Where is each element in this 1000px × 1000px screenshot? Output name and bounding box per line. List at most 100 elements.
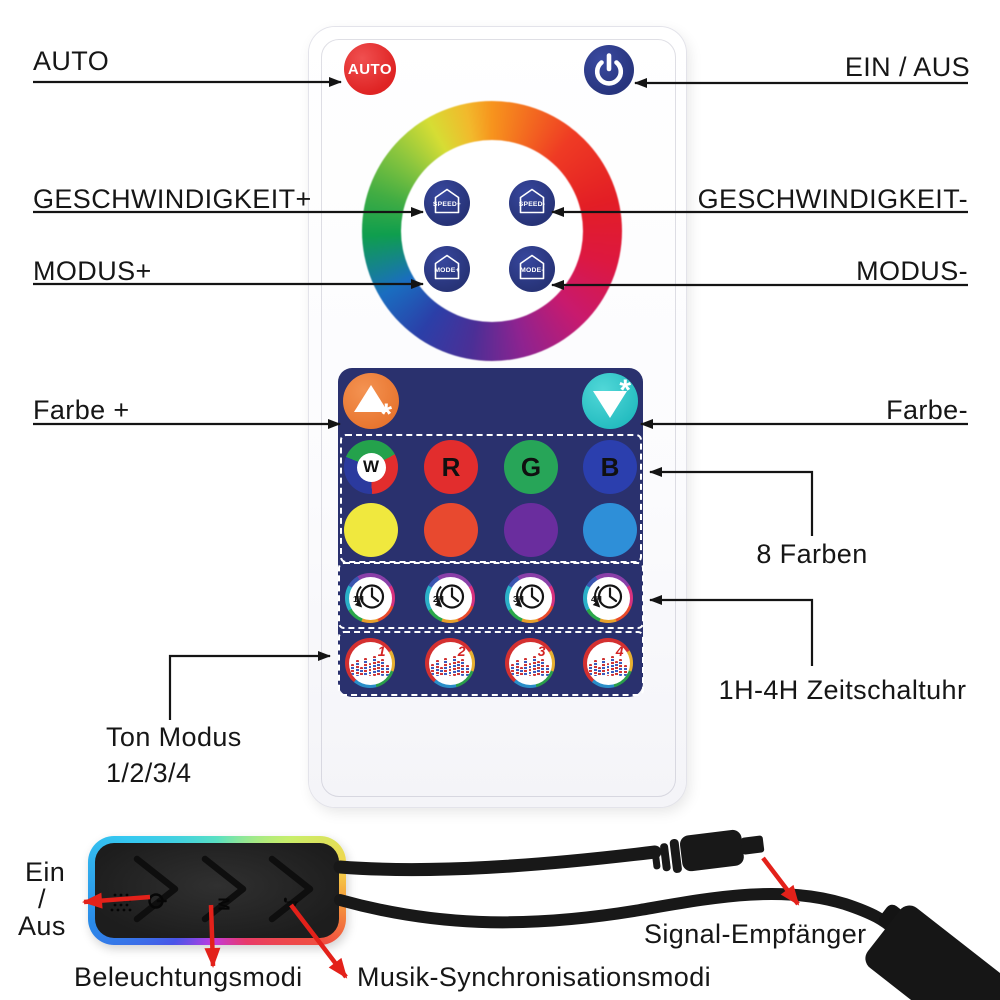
music-mode-number: 3 xyxy=(537,642,546,659)
azure-color-button[interactable] xyxy=(583,503,637,557)
color-minus-label: Farbe- xyxy=(886,395,968,425)
music-sync-label: Musik-Synchronisationsmodi xyxy=(357,962,712,992)
receiver-power-label-line1: Ein xyxy=(25,857,66,887)
lighting-modes-label: Beleuchtungsmodi xyxy=(74,962,303,992)
blue-color-button-label: B xyxy=(600,451,620,482)
color-up-button[interactable]: * xyxy=(343,373,399,431)
signal-receiver-device: M ♪ xyxy=(88,836,346,945)
equalizer-bars xyxy=(429,642,472,685)
eight-colors-callout-line xyxy=(649,467,814,536)
speed-plus-button-label: SPEED+ xyxy=(433,201,461,208)
white-color-button[interactable]: W xyxy=(344,440,398,494)
timer-1h-button[interactable]: 1H xyxy=(345,573,395,623)
power-icon xyxy=(594,53,624,86)
music-pads-group xyxy=(338,631,644,696)
speed-plus-button[interactable]: SPEED+ xyxy=(424,180,470,226)
signal-receiver-label: Signal-Empfänger xyxy=(644,919,867,949)
music-equalizer-icon: 1 xyxy=(348,641,392,685)
lighting-modes-arrow xyxy=(204,904,221,968)
orange-red-color-button[interactable] xyxy=(424,503,478,557)
red-color-button-label: R xyxy=(441,451,461,482)
speed-plus-label: GESCHWINDIGKEIT+ xyxy=(33,184,312,214)
timer-clock-icon: 4H xyxy=(586,576,630,620)
mode-plus-label: MODUS+ xyxy=(33,256,152,286)
power-button[interactable] xyxy=(584,45,634,95)
music-equalizer-icon: 4 xyxy=(586,641,630,685)
mode-minus-button-label: MODE- xyxy=(520,267,544,274)
equalizer-bars xyxy=(509,642,552,685)
color-plus-label: Farbe + xyxy=(33,395,130,425)
brightness-star-icon: * xyxy=(380,398,392,431)
music-mode-3-button[interactable]: 3 xyxy=(505,638,555,688)
sound-mode-label-line2: 1/2/3/4 xyxy=(106,758,192,788)
svg-text:1H: 1H xyxy=(353,594,364,604)
speed-minus-button-label: SPEED- xyxy=(519,201,546,208)
pentagon-outline-icon xyxy=(434,254,460,280)
music-mode-number: 2 xyxy=(457,642,466,659)
auto-button-label: AUTO xyxy=(347,60,393,78)
pentagon-outline-icon xyxy=(519,254,545,280)
mode-plus-button[interactable]: MODE+ xyxy=(424,246,470,292)
sound-mode-callout-line xyxy=(168,651,331,720)
timer-2h-button[interactable]: 2H xyxy=(425,573,475,623)
receiver-cables xyxy=(333,829,1000,1000)
receiver-mode-button[interactable] xyxy=(201,855,247,923)
svg-text:3H: 3H xyxy=(513,594,524,604)
eight-colors-label: 8 Farben xyxy=(756,539,868,569)
receiver-power-label-line3: Aus xyxy=(18,911,66,941)
red-color-button[interactable]: R xyxy=(424,440,478,494)
green-color-button[interactable]: G xyxy=(504,440,558,494)
music-equalizer-icon: 2 xyxy=(428,641,472,685)
output-plug xyxy=(865,904,1000,1000)
sound-mode-label-line1: Ton Modus xyxy=(106,722,242,752)
ir-sensor-connector xyxy=(651,829,765,873)
receiver-power-button[interactable] xyxy=(133,855,179,923)
music-mode-1-button[interactable]: 1 xyxy=(345,638,395,688)
timer-clock-icon: 1H xyxy=(348,576,392,620)
pentagon-outline-icon xyxy=(519,188,545,214)
receiver-music-button[interactable] xyxy=(268,855,314,923)
white-color-button-label: W xyxy=(356,452,386,482)
signal-receiver-arrow xyxy=(761,856,800,906)
yellow-color-button[interactable] xyxy=(344,503,398,557)
mode-minus-button[interactable]: MODE- xyxy=(509,246,555,292)
music-mode-4-button[interactable]: 4 xyxy=(583,638,633,688)
receiver-mode-icon: M xyxy=(215,897,232,910)
pentagon-outline-icon xyxy=(434,188,460,214)
power-label: EIN / AUS xyxy=(844,52,970,82)
red-arrows xyxy=(82,856,800,979)
receiver-face: M ♪ xyxy=(95,843,339,938)
timer-clock-icon: 2H xyxy=(428,576,472,620)
svg-text:4H: 4H xyxy=(591,594,602,604)
color-down-button[interactable]: * xyxy=(582,373,638,429)
music-mode-number: 4 xyxy=(615,642,624,659)
music-note-icon: ♪ xyxy=(279,896,301,908)
auto-label: AUTO xyxy=(33,46,110,76)
receiver-power-label-line2: / xyxy=(38,884,46,914)
purple-color-button[interactable] xyxy=(504,503,558,557)
receiver-power-arrow xyxy=(82,892,151,909)
blue-color-button[interactable]: B xyxy=(583,440,637,494)
timer-label: 1H-4H Zeitschaltuhr xyxy=(718,675,967,705)
timer-4h-button[interactable]: 4H xyxy=(583,573,633,623)
speed-minus-button[interactable]: SPEED- xyxy=(509,180,555,226)
music-equalizer-icon: 3 xyxy=(508,641,552,685)
timer-callout-line xyxy=(649,595,814,666)
color-wheel-hub xyxy=(401,140,583,322)
timer-3h-button[interactable]: 3H xyxy=(505,573,555,623)
timer-clock-icon: 3H xyxy=(508,576,552,620)
mode-plus-button-label: MODE+ xyxy=(434,267,459,274)
music-sync-arrow xyxy=(289,903,348,979)
auto-button[interactable]: AUTO xyxy=(344,43,396,95)
equalizer-bars xyxy=(587,642,630,685)
callout-lines xyxy=(33,77,968,720)
color-wheel[interactable] xyxy=(362,101,622,361)
brightness-star-icon: * xyxy=(619,374,631,407)
timer-pads-group xyxy=(338,562,644,629)
green-color-button-label: G xyxy=(520,451,542,482)
receiver-power-icon xyxy=(148,893,167,909)
color-down-icon xyxy=(593,390,627,418)
color-up-icon xyxy=(354,384,388,412)
music-mode-2-button[interactable]: 2 xyxy=(425,638,475,688)
